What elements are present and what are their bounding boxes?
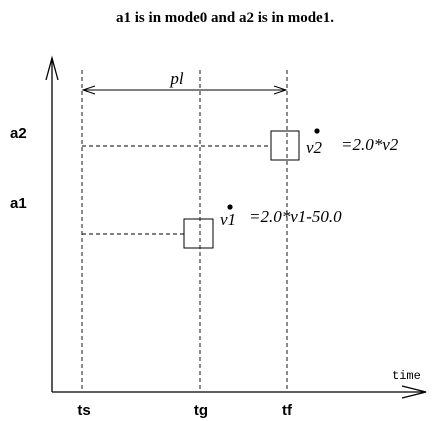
y-tick-a1: a1: [10, 195, 27, 212]
x-tick-ts: ts: [77, 402, 90, 419]
interval-arrow-right-head: [273, 85, 288, 95]
a1-equation-rhs: =2.0*v1-50.0: [249, 207, 342, 226]
a2-equation-rhs: =2.0*v2: [341, 135, 399, 154]
a1-mode-box: [183, 218, 214, 249]
interval-arrow-left-head: [81, 85, 96, 95]
a1-equation-var: v1: [220, 210, 236, 229]
a2-mode-box: [270, 130, 300, 161]
a2-equation-var: v2: [306, 138, 323, 157]
a1-derivative-dot: [227, 204, 233, 210]
diagram-title: a1 is in mode0 and a2 is in mode1.: [116, 10, 334, 26]
x-axis-label: time: [392, 369, 421, 383]
y-axis-arrowhead: [45, 55, 59, 81]
x-tick-tf: tf: [282, 402, 293, 419]
x-axis-arrowhead: [401, 385, 427, 399]
y-tick-a2: a2: [10, 125, 27, 142]
x-tick-tg: tg: [194, 402, 208, 419]
a2-derivative-dot: [314, 128, 320, 134]
interval-label: pl: [169, 69, 184, 88]
